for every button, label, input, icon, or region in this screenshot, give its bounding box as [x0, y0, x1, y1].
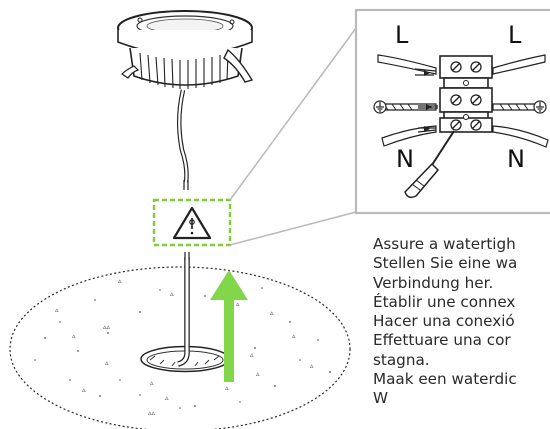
svg-text:▵: ▵: [270, 309, 274, 317]
svg-text:▵: ▵: [150, 379, 154, 387]
live-label-right: L: [508, 21, 522, 49]
instruction-line-fr: Établir une connex: [373, 292, 516, 311]
svg-text:▵: ▵: [82, 386, 86, 394]
svg-text:▵: ▵: [170, 290, 174, 298]
instruction-line-de-cont: Verbindung her.: [373, 273, 494, 292]
ground-symbol-icon: [373, 100, 387, 114]
detail-callout-lines: [229, 27, 357, 246]
svg-text:▵: ▵: [256, 370, 260, 378]
neutral-label-left: N: [396, 145, 414, 173]
arrow-up-icon: [210, 270, 248, 382]
terminal-block-detail: [354, 8, 550, 215]
svg-text:▵: ▵: [292, 332, 296, 340]
screwdriver-icon: [404, 130, 455, 199]
connection-warning-box: [152, 198, 232, 247]
instruction-line-en: Assure a watertigh: [373, 235, 516, 253]
luminaire-fixture: [117, 10, 254, 190]
instruction-line-nl: Maak een waterdic: [373, 370, 517, 389]
live-label-left: L: [395, 21, 409, 49]
instruction-line-it: Effettuare una cor: [373, 331, 511, 350]
warning-triangle-icon: [172, 206, 212, 240]
neutral-label-right: N: [507, 145, 525, 173]
svg-text:▵: ▵: [250, 351, 254, 359]
supply-cable: [177, 252, 190, 367]
svg-text:▵▵: ▵▵: [148, 409, 156, 417]
instruction-line-it-cont: stagna.: [373, 350, 430, 369]
svg-text:▵: ▵: [236, 300, 240, 308]
instruction-text-block: Assure a watertigh Stellen Sie eine wa V…: [373, 235, 550, 429]
svg-text:▵▵: ▵▵: [103, 323, 111, 331]
instruction-line-partial: W: [373, 389, 389, 408]
svg-text:▵: ▵: [72, 332, 76, 340]
svg-text:▵: ▵: [118, 277, 122, 285]
svg-text:▵: ▵: [105, 359, 109, 367]
ground-symbol-icon: [533, 100, 547, 114]
instruction-line-de: Stellen Sie eine wa: [373, 254, 518, 273]
instruction-line-es: Hacer una conexió: [373, 312, 515, 331]
svg-text:▵: ▵: [310, 362, 314, 370]
svg-text:▵: ▵: [165, 394, 169, 402]
svg-text:▵: ▵: [225, 384, 229, 392]
svg-text:▵: ▵: [55, 306, 59, 314]
ground-texture: [34, 287, 331, 409]
